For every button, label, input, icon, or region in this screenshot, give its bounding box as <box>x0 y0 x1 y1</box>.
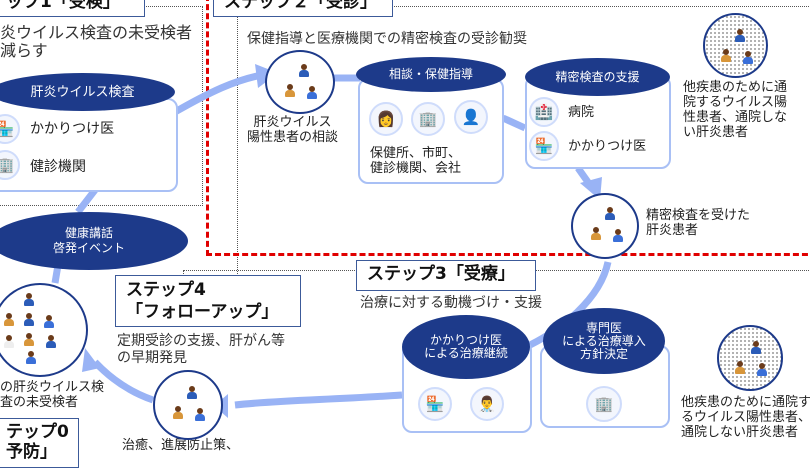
hospital-icon: 🏥 <box>529 97 559 127</box>
gp-treatment-oval: かかりつけ医 による治療継続 <box>402 315 530 379</box>
step3-title: ステップ3「受療」 <box>356 260 536 291</box>
step3-other-label: 他疾患のために通院するウイルス陽性患者、通院しない肝炎患者 <box>681 395 810 440</box>
arrow-followup-to-step0 <box>92 359 155 404</box>
arrow-treatment-to-followup <box>234 391 403 409</box>
specialist-oval: 専門医 による治療導入 方針決定 <box>543 308 665 374</box>
step4-result-label: 治癒、進展防止策、 <box>122 438 240 453</box>
step1-subtitle: 炎ウイルス検査の未受検者減らす <box>0 23 193 60</box>
exam-item-hospital: 病院 <box>568 105 595 120</box>
step2-area <box>237 6 810 306</box>
examined-patients-circle <box>571 193 639 259</box>
step1-item-checkup: 健診機関 <box>30 159 86 175</box>
step1-card <box>0 98 178 192</box>
other-patients-circle <box>703 13 768 78</box>
step1-title: ップ1「受検」 <box>0 0 145 17</box>
doctor-icon: 👨‍⚕️ <box>470 387 504 421</box>
arrow-guidance-to-exam <box>501 114 527 132</box>
examined-label: 精密検査を受けた肝炎患者 <box>646 208 751 238</box>
nurse-icon: 👩 <box>369 102 403 136</box>
step1-item-clinic: かかりつけ医 <box>30 121 115 137</box>
step2-subtitle: 保健指導と医療機関での精密検査の受診勧奨 <box>247 31 527 47</box>
step4-title: ステップ4「フォローアップ」 <box>115 275 301 327</box>
arrow-step1-to-step2 <box>173 71 263 116</box>
consult-patients-circle <box>265 50 335 114</box>
clinic-icon: 🏪 <box>418 387 452 421</box>
step4-subtitle: 定期受診の支援、肝がん等の早期発見 <box>117 333 285 366</box>
hospital-icon: 🏢 <box>0 150 20 180</box>
clinic-icon: 🏪 <box>529 131 559 161</box>
other-patients-circle-2 <box>717 325 783 391</box>
step0-group-label: の肝炎ウイルス検査の未受検者 <box>0 380 105 410</box>
clinic-icon: 🏪 <box>0 114 20 144</box>
step2-other-label: 他疾患のために通院するウイルス陽性患者、通院しない肝炎患者 <box>683 80 788 140</box>
step2-boundary <box>206 0 810 256</box>
office-building-icon: 🏢 <box>411 102 445 136</box>
step2-title: ステップ２「受診」 <box>213 0 393 17</box>
step3-subtitle: 治療に対する動機づけ・支援 <box>360 295 542 311</box>
event-oval: 健康講話 啓発イベント <box>0 212 188 270</box>
cycle-arrows <box>51 64 612 418</box>
unscreened-group-circle <box>0 283 88 377</box>
arrow-event-to-step1 <box>75 187 98 215</box>
guidance-oval: 相談・保健指導 <box>356 57 506 92</box>
staff-icon: 👤 <box>454 100 488 134</box>
guidance-text: 保健所、市町、健診機関、会社 <box>370 146 462 176</box>
consult-label: 肝炎ウイルス陽性患者の相談 <box>247 115 339 145</box>
hospital-icon: 🏢 <box>586 386 622 422</box>
exam-oval: 精密検査の支援 <box>525 58 670 96</box>
followup-patients-circle <box>153 370 223 440</box>
exam-item-clinic: かかりつけ医 <box>568 139 647 154</box>
step1-oval: 肝炎ウイルス検査 <box>0 73 175 111</box>
